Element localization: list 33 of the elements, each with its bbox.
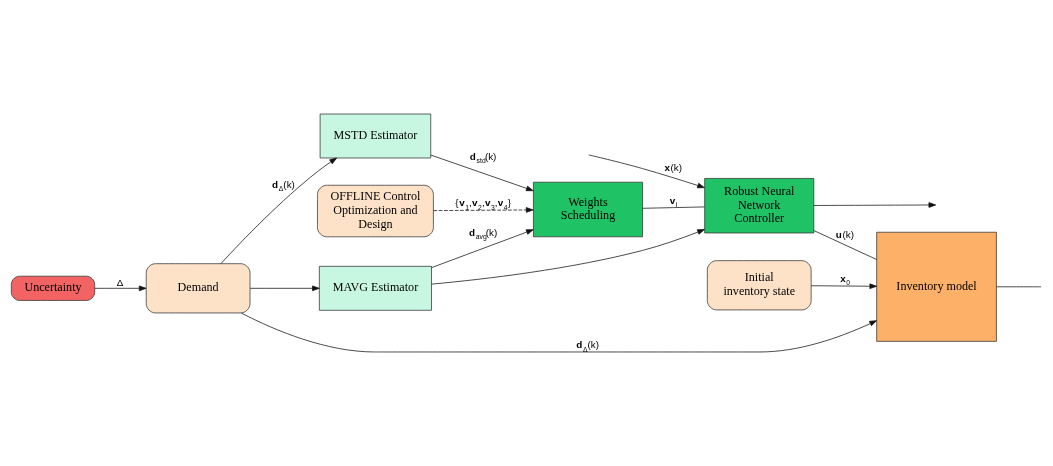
arrow bbox=[241, 312, 877, 353]
edge-label: Δ bbox=[116, 276, 124, 288]
arrow bbox=[813, 202, 937, 208]
edge-label: u(k) bbox=[835, 228, 855, 240]
arrow bbox=[433, 207, 534, 213]
arrow bbox=[431, 229, 534, 268]
connector bbox=[996, 286, 1042, 288]
edge-label: d$_{std}$(k) bbox=[469, 150, 497, 165]
node-box: Uncertainty bbox=[10, 275, 96, 301]
node-box: OFFLINE Control Optimization and Design bbox=[317, 184, 434, 238]
node-box: MSTD Estimator bbox=[319, 113, 432, 159]
node-box: Demand bbox=[145, 263, 251, 314]
arrow bbox=[810, 283, 878, 289]
node-box: Inventory model bbox=[876, 231, 997, 342]
edge-label: v$_{i}$ bbox=[669, 194, 678, 209]
connector bbox=[642, 206, 705, 209]
edge-label: {v$_{1}$,v$_{2}$,v$_{3}$,v$_{4}$} bbox=[455, 197, 511, 211]
edge-label: x(k) bbox=[664, 162, 683, 174]
edge-label: d$_{Δ}$(k) bbox=[576, 339, 600, 353]
arrow bbox=[94, 285, 147, 292]
arrow bbox=[430, 154, 534, 192]
node-box: MAVG Estimator bbox=[319, 265, 432, 311]
arrow bbox=[588, 154, 705, 189]
edge-label: d$_{avg}$(k) bbox=[469, 226, 498, 241]
node-box: Initial inventory state bbox=[706, 260, 812, 311]
arrow bbox=[431, 229, 705, 285]
connector bbox=[813, 230, 877, 260]
arrow bbox=[220, 157, 337, 265]
node-box: Robust Neural Network Controller bbox=[704, 178, 815, 234]
edge-label: x$_{0}$ bbox=[840, 272, 851, 287]
edge-label: d$_{Δ}$(k) bbox=[272, 178, 295, 193]
arrow bbox=[249, 285, 320, 292]
node-box: Weights Scheduling bbox=[533, 181, 643, 238]
